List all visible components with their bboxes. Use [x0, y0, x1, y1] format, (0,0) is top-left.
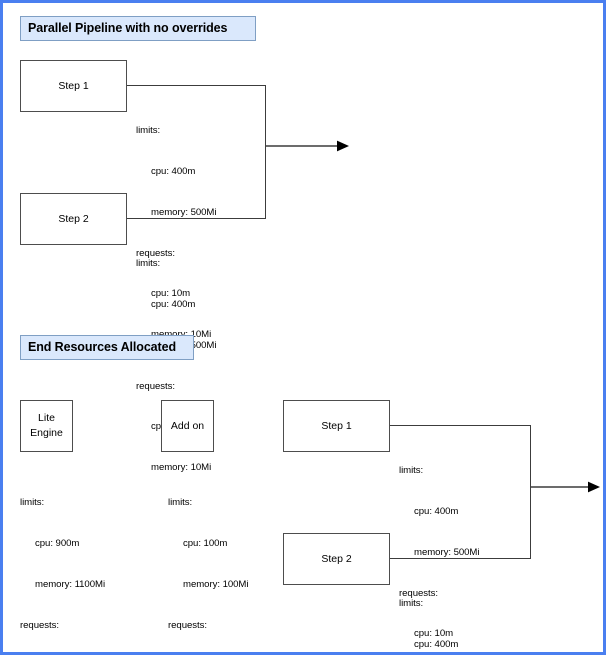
- top-output-arrow: [265, 140, 349, 152]
- lite-engine-resources: limits: cpu: 900m memory: 1100Mi request…: [20, 469, 106, 652]
- bottom-step-1-label: Step 1: [321, 419, 352, 432]
- lite-engine-label-line1: Lite: [38, 412, 55, 425]
- bottom-step-1-box[interactable]: Step 1: [283, 400, 390, 452]
- limits-memory: memory: 100Mi: [183, 578, 249, 590]
- add-on-resources: limits: cpu: 100m memory: 100Mi requests…: [168, 469, 249, 652]
- limits-cpu: cpu: 400m: [414, 638, 459, 650]
- limits-key: limits:: [20, 497, 45, 509]
- requests-key: requests:: [399, 587, 439, 599]
- limits-key: limits:: [168, 497, 193, 509]
- requests-memory: memory: 10Mi: [151, 329, 212, 341]
- top-step-1-connector-horizontal: [127, 85, 266, 86]
- limits-cpu: cpu: 400m: [151, 165, 196, 177]
- lite-engine-label-line2: Engine: [30, 427, 63, 439]
- bottom-step-2-label: Step 2: [321, 552, 352, 565]
- top-step-2-resources: limits: cpu: 400m memory: 500Mi requests…: [136, 230, 217, 502]
- top-step-1-box[interactable]: Step 1: [20, 60, 127, 112]
- limits-cpu: cpu: 400m: [151, 298, 196, 310]
- bottom-step-1-resources: limits: cpu: 400m memory: 500Mi requests…: [399, 437, 480, 652]
- section-header-end-resources: End Resources Allocated: [20, 335, 194, 360]
- bottom-step-1-connector-horizontal: [390, 425, 531, 426]
- limits-key: limits:: [399, 465, 424, 477]
- bottom-step-2-connector-horizontal: [390, 558, 531, 559]
- requests-cpu: cpu: 10m: [414, 628, 454, 640]
- limits-cpu: cpu: 900m: [35, 537, 80, 549]
- requests-key: requests:: [20, 619, 60, 631]
- add-on-box[interactable]: Add on: [161, 400, 214, 452]
- bottom-step-2-resources: limits: cpu: 400m memory: 500Mi requests…: [399, 570, 479, 652]
- limits-cpu: cpu: 400m: [414, 505, 459, 517]
- add-on-label: Add on: [170, 419, 205, 432]
- bottom-step-2-box[interactable]: Step 2: [283, 533, 390, 585]
- requests-key: requests:: [136, 380, 176, 392]
- top-step-2-connector-horizontal: [127, 218, 266, 219]
- requests-cpu: cpu: 10m: [151, 288, 191, 300]
- requests-memory: memory: 10Mi: [151, 462, 212, 474]
- limits-memory: memory: 500Mi: [151, 206, 217, 218]
- limits-memory: memory: 500Mi: [414, 546, 480, 558]
- top-merge-vertical: [265, 85, 266, 219]
- bottom-output-arrow: [530, 481, 600, 493]
- limits-key: limits:: [136, 258, 161, 270]
- requests-key: requests:: [168, 619, 208, 631]
- limits-key: limits:: [399, 598, 424, 610]
- limits-cpu: cpu: 100m: [183, 537, 228, 549]
- limits-memory: memory: 1100Mi: [35, 578, 106, 590]
- top-step-2-label: Step 2: [58, 212, 89, 225]
- bottom-merge-vertical: [530, 425, 531, 559]
- limits-key: limits:: [136, 125, 161, 137]
- top-step-1-label: Step 1: [58, 79, 89, 92]
- requests-key: requests:: [136, 247, 176, 259]
- top-step-1-resources: limits: cpu: 400m memory: 500Mi requests…: [136, 97, 217, 369]
- top-step-2-box[interactable]: Step 2: [20, 193, 127, 245]
- section-header-parallel-pipeline: Parallel Pipeline with no overrides: [20, 16, 256, 41]
